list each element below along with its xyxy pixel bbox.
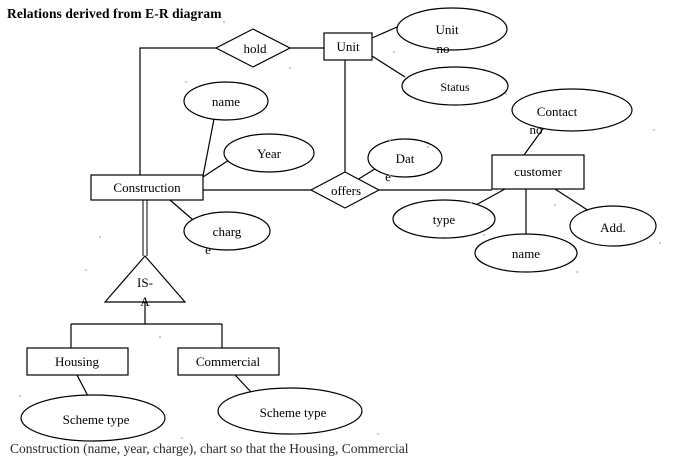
attribute-contact-no-line2: no xyxy=(530,122,543,137)
attribute-unit-no-line2: no xyxy=(437,41,450,56)
attribute-contact-no-line1: Contact xyxy=(537,104,578,119)
entity-customer[interactable]: customer xyxy=(491,154,585,190)
entity-construction[interactable]: Construction xyxy=(90,174,204,201)
scan-noise xyxy=(19,21,661,439)
relationship-offers-label: offers xyxy=(331,183,361,198)
attribute-customer-add[interactable]: Add. xyxy=(569,205,657,247)
attribute-customer-type[interactable]: type xyxy=(392,199,496,239)
specialization-label-line2: A xyxy=(140,294,150,309)
attribute-offers-date-line1: Dat xyxy=(396,151,415,166)
line-customer-to-add xyxy=(554,188,590,212)
attribute-housing-scheme-type-label: Scheme type xyxy=(63,412,130,427)
page-title: Relations derived from E-R diagram xyxy=(7,6,222,21)
attribute-commercial-scheme-type[interactable]: Scheme type xyxy=(217,387,363,435)
attribute-status[interactable]: Status xyxy=(401,66,509,106)
attribute-status-label: Status xyxy=(440,80,470,94)
entity-commercial[interactable]: Commercial xyxy=(177,347,280,376)
line-construction-to-year xyxy=(202,159,230,178)
attribute-offers-date-line2: e xyxy=(385,169,391,184)
attribute-construction-name-label: name xyxy=(212,94,240,109)
entity-housing[interactable]: Housing xyxy=(26,347,129,376)
line-unit-to-status xyxy=(371,55,406,78)
attribute-contact-no[interactable]: Contact no xyxy=(511,88,633,137)
line-contactno-to-customer xyxy=(523,125,546,156)
attribute-construction-name[interactable]: name xyxy=(183,81,269,121)
attribute-construction-charge[interactable]: charg e xyxy=(183,211,271,257)
attribute-customer-name[interactable]: name xyxy=(474,233,578,273)
entity-construction-label: Construction xyxy=(113,180,181,195)
attribute-construction-charge-line2: e xyxy=(205,242,211,257)
line-housing-to-scheme xyxy=(76,374,89,397)
line-customer-to-type xyxy=(473,188,506,207)
attribute-customer-type-label: type xyxy=(433,212,456,227)
relationship-hold[interactable]: hold xyxy=(214,28,292,68)
line-construction-to-name xyxy=(202,118,215,177)
attribute-unit-no[interactable]: Unit no xyxy=(396,7,508,56)
attribute-construction-charge-line1: charg xyxy=(213,224,242,239)
line-isa-branches xyxy=(70,302,223,348)
attribute-customer-name-label: name xyxy=(512,246,540,261)
entity-commercial-label: Commercial xyxy=(196,354,261,369)
attribute-commercial-scheme-type-label: Scheme type xyxy=(260,405,327,420)
entity-unit[interactable]: Unit xyxy=(323,32,373,61)
relationship-hold-label: hold xyxy=(243,41,267,56)
specialization-label-line1: IS- xyxy=(137,275,153,290)
connector-lines xyxy=(70,23,590,397)
entity-unit-label: Unit xyxy=(336,39,360,54)
attribute-unit-no-line1: Unit xyxy=(435,22,459,37)
attribute-construction-year[interactable]: Year xyxy=(223,133,315,173)
entity-housing-label: Housing xyxy=(55,354,100,369)
line-hold-to-construction xyxy=(139,47,216,175)
entity-customer-label: customer xyxy=(514,164,562,179)
line-commercial-to-scheme xyxy=(234,374,253,394)
attribute-housing-scheme-type[interactable]: Scheme type xyxy=(20,394,166,442)
specialization-is-a[interactable]: IS- A xyxy=(103,255,187,309)
attribute-offers-date[interactable]: Dat e xyxy=(367,138,443,184)
attribute-construction-year-label: Year xyxy=(257,146,282,161)
bottom-caption: Construction (name, year, charge), chart… xyxy=(10,441,409,456)
attribute-customer-add-label: Add. xyxy=(600,220,626,235)
relationship-offers[interactable]: offers xyxy=(309,171,381,209)
